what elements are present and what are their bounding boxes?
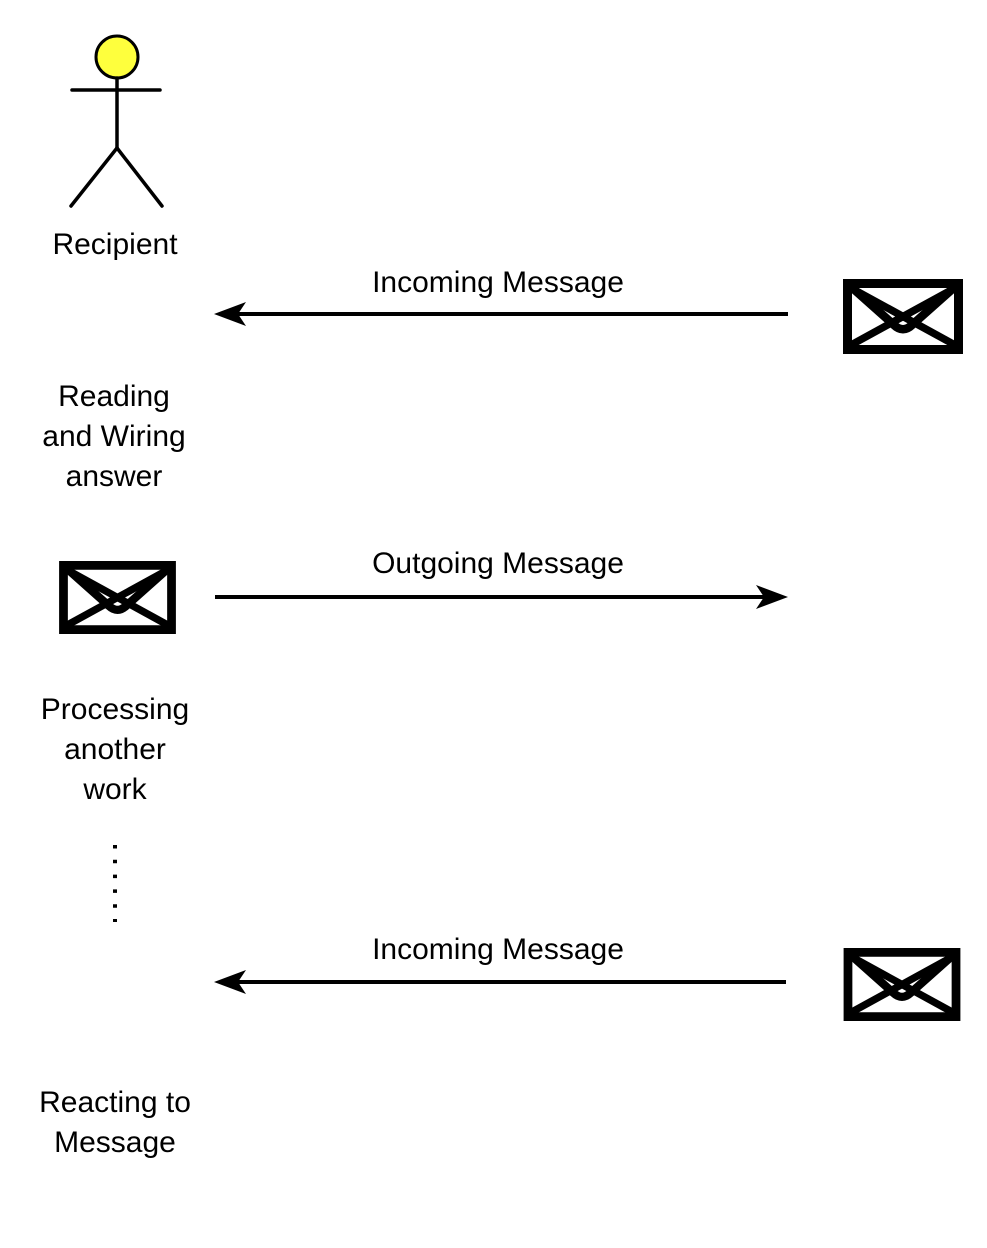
envelope-icon: [848, 952, 956, 1016]
activity-line: Processing: [40, 693, 190, 726]
activity-line: another: [64, 733, 166, 766]
actor-label: Recipient: [52, 228, 178, 261]
activity-label-reading: Reading and Wiring answer: [42, 377, 185, 497]
activity-line: answer: [65, 460, 163, 493]
actor-head: [94, 34, 140, 80]
message-label-outgoing: Outgoing Message: [372, 547, 624, 580]
activity-line: Message: [54, 1126, 176, 1159]
outgoing-message-arrow: [215, 585, 788, 609]
incoming-message-arrow-1: [214, 302, 788, 326]
envelope-icon: [848, 284, 959, 350]
envelope-icon: [63, 565, 171, 629]
activity-label-processing: Processing another work: [41, 690, 189, 810]
activity-line: Reacting to: [39, 1086, 191, 1119]
actor-left-leg: [69, 146, 119, 208]
incoming-message-arrow-2: [214, 970, 786, 994]
message-label-incoming-1: Incoming Message: [372, 266, 624, 299]
stick-figure-actor-icon: [69, 34, 164, 208]
activity-line: work: [83, 773, 147, 806]
activity-line: and Wiring: [42, 420, 186, 453]
actor-right-leg: [115, 146, 164, 208]
activity-line: Reading: [58, 380, 170, 413]
message-label-incoming-2: Incoming Message: [372, 933, 624, 966]
activity-label-reacting: Reacting to Message: [39, 1083, 191, 1163]
